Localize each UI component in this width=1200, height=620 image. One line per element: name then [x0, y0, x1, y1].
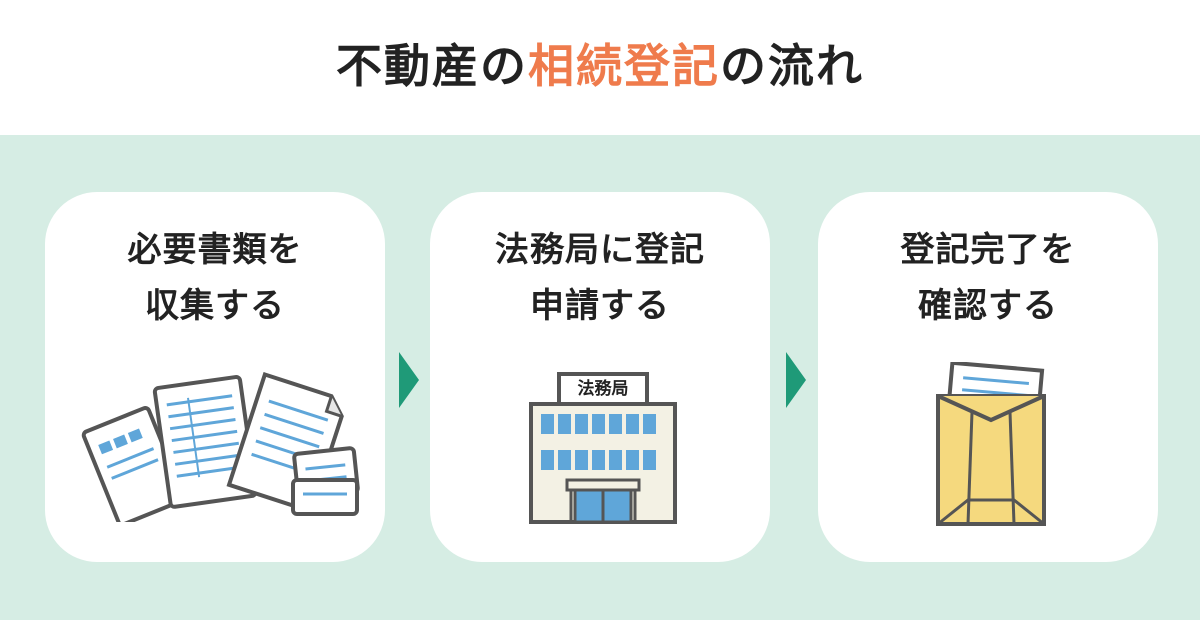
step-1-label: 必要書類を 収集する — [45, 222, 385, 334]
step-arrow-2 — [786, 352, 806, 408]
title-highlight: 相続登記 — [528, 38, 720, 93]
header: 不動産の相続登記の流れ — [0, 0, 1200, 135]
page-title: 不動産の相続登記の流れ — [336, 30, 864, 96]
step-card-2: 法務局に登記 申請する 法務局 — [430, 192, 770, 562]
step-1-line1: 必要書類を — [127, 230, 303, 270]
step-arrow-1 — [399, 352, 419, 408]
title-suffix: の流れ — [720, 38, 864, 93]
building-sign-text: 法務局 — [577, 379, 629, 399]
building-icon — [529, 372, 677, 524]
step-3-line1: 登記完了を — [900, 230, 1076, 270]
envelope-icon — [936, 362, 1046, 526]
step-card-1: 必要書類を 収集する — [45, 192, 385, 562]
documents-icon — [81, 372, 360, 522]
title-prefix: 不動産の — [336, 38, 528, 93]
step-3-label: 登記完了を 確認する — [818, 222, 1158, 334]
step-2-line1: 法務局に登記 — [495, 230, 705, 270]
step-1-line2: 収集する — [145, 286, 285, 326]
step-2-line2: 申請する — [530, 286, 670, 326]
step-card-3: 登記完了を 確認する — [818, 192, 1158, 562]
step-3-line2: 確認する — [918, 286, 1058, 326]
step-2-label: 法務局に登記 申請する — [430, 222, 770, 334]
